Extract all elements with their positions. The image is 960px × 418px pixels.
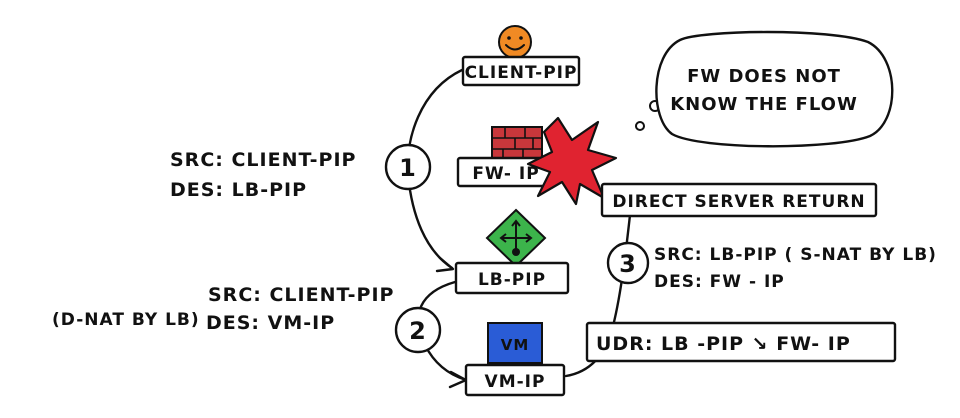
client-pip-node: CLIENT-PIP [461,55,581,87]
direct-server-return-label: DIRECT SERVER RETURN [612,192,865,212]
step-1-marker: 1 [384,143,432,191]
smiley-face-icon [498,25,532,59]
thought-line-1: FW DOES NOT [687,66,841,87]
step-2-number: 2 [409,317,427,345]
step-1-src: SRC: CLIENT-PIP [170,149,356,171]
vm-icon-label: VM [501,336,530,354]
step-3-src: SRC: LB-PIP ( S-NAT BY LB) [654,245,937,265]
virtual-machine-icon: VM [487,322,543,364]
lb-pip-label: LB-PIP [478,270,546,290]
udr-route-label: UDR: LB -PIP ↘ FW- IP [596,333,851,355]
load-balancer-arrows-icon [485,208,547,268]
udr-route-box: UDR: LB -PIP ↘ FW- IP [585,321,897,363]
step-3-des: DES: FW - IP [654,272,785,292]
brick-wall-icon [491,126,543,160]
arrowhead-into-lb [435,256,455,273]
fw-ip-label: FW- IP [472,164,539,184]
thought-line-2: KNOW THE FLOW [670,94,858,115]
step-2-note: (D-NAT BY LB) [52,310,200,330]
client-pip-label: CLIENT-PIP [465,63,578,83]
direct-server-return-box: DIRECT SERVER RETURN [600,182,878,218]
step-3-number: 3 [619,250,637,278]
step-1-des: DES: LB-PIP [170,179,307,201]
lb-pip-node: LB-PIP [454,261,570,295]
step-1-number: 1 [399,154,417,182]
vm-ip-label: VM-IP [485,372,546,392]
step-2-marker: 2 [394,306,442,354]
step-2-src: SRC: CLIENT-PIP [208,284,394,306]
step-2-des: DES: VM-IP [206,312,335,334]
thought-bubble: FW DOES NOT KNOW THE FLOW [635,30,894,148]
step-3-marker: 3 [606,241,650,285]
explosion-icon [526,116,618,206]
vm-ip-node: VM-IP [464,363,566,397]
